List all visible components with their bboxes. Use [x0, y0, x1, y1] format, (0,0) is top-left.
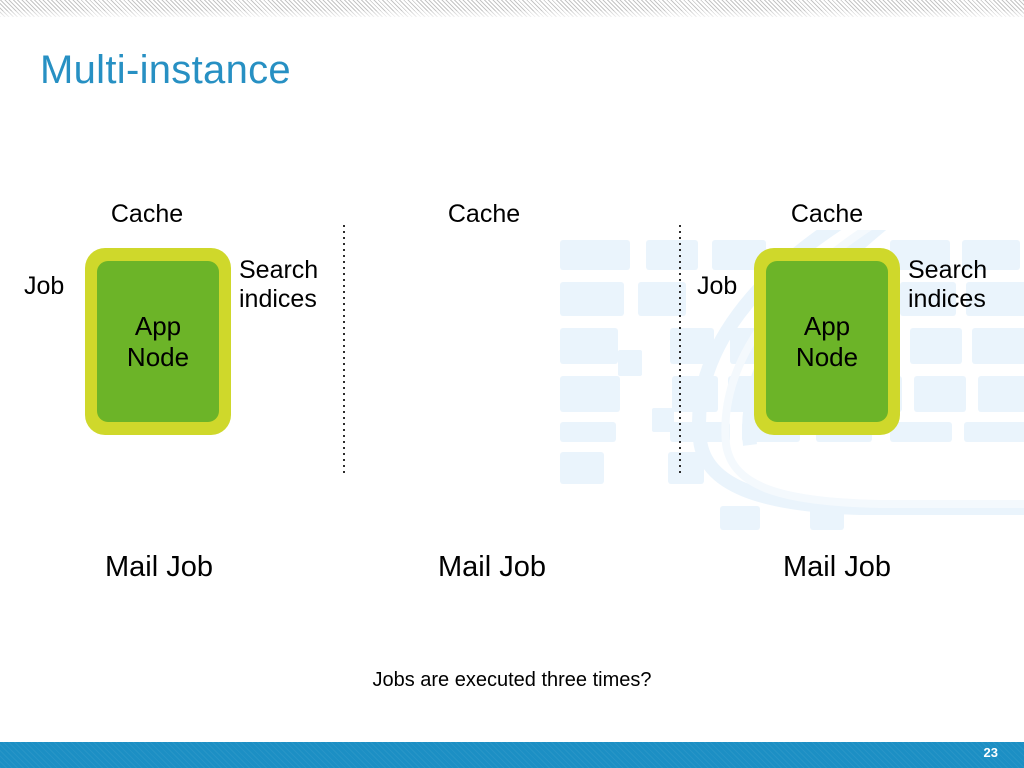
cache-label: Cache [790, 200, 864, 228]
column-divider-2 [679, 225, 681, 475]
mail-job-label: Mail Job [105, 551, 213, 583]
bottom-bar: 23 [0, 742, 1024, 768]
search-indices-line2: indices [908, 285, 986, 313]
app-node-line2: Node [795, 341, 859, 372]
app-node-inner: App Node [766, 261, 888, 422]
search-indices-line2: indices [239, 285, 317, 313]
mail-job-label: Mail Job [438, 551, 546, 583]
job-label: Job [697, 272, 738, 300]
app-node-line1: App [803, 311, 851, 342]
app-node-box: App Node [754, 248, 900, 435]
app-node-box: App Node [85, 248, 231, 435]
instance-column-3: Cache Job App Node Search indices Mail J… [676, 0, 1018, 768]
app-node-inner: App Node [97, 261, 219, 422]
search-indices-label: Search indices [239, 256, 318, 314]
instance-column-1: Cache Job App Node Search indices Mail J… [0, 0, 342, 768]
search-indices-line1: Search [908, 256, 988, 284]
search-indices-label: Search indices [908, 256, 987, 314]
mail-job-label: Mail Job [783, 551, 891, 583]
top-band-fade [0, 11, 1024, 20]
instance-column-2: Cache Job App Node Search indices Mail J… [335, 0, 987, 768]
search-indices-line1: Search [239, 256, 319, 284]
page-number: 23 [983, 745, 998, 760]
job-label: Job [24, 272, 65, 300]
cache-label: Cache [447, 200, 521, 228]
app-node-line2: Node [126, 341, 190, 372]
page-title: Multi-instance [40, 48, 291, 92]
app-node-line1: App [134, 311, 182, 342]
column-divider-1 [343, 225, 345, 475]
cache-label: Cache [110, 200, 184, 228]
slide-caption: Jobs are executed three times? [372, 669, 652, 691]
